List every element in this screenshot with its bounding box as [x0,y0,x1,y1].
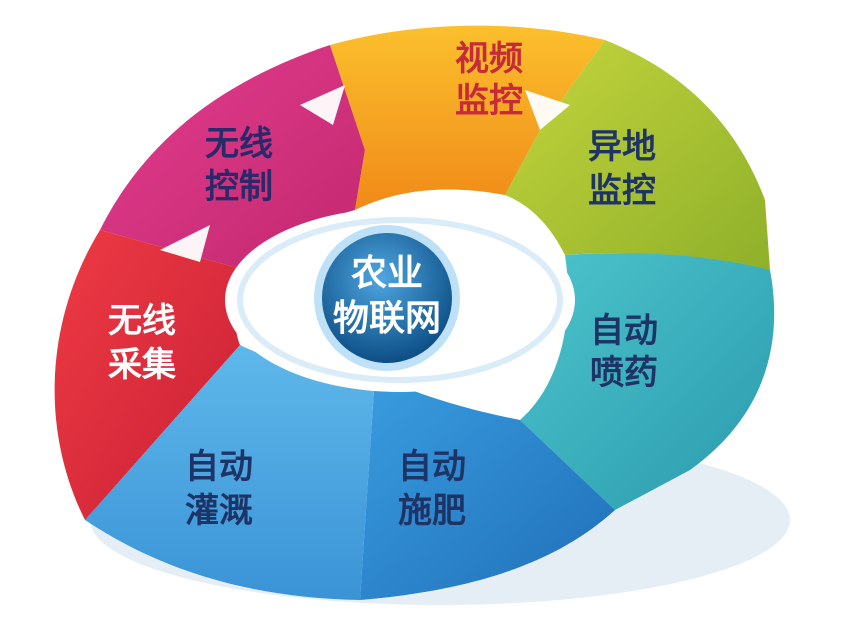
center-circle [322,233,452,363]
flow-arrow-icon [300,85,345,125]
center-title-line2: 物联网 [333,298,441,339]
segment-auto-spraying [520,253,775,510]
label-remote-monitoring-2: 监控 [588,171,656,211]
label-auto-spraying-1: 自动 [590,311,658,351]
label-auto-spraying-2: 喷药 [590,353,658,393]
label-wireless-control-2: 控制 [205,167,273,207]
flow-arrow-icon [525,90,570,130]
label-wireless-collection-1: 无线 [108,301,176,341]
label-auto-irrigation-2: 灌溉 [185,491,253,531]
label-auto-irrigation-1: 自动 [185,447,253,487]
label-video-monitoring-1: 视频 [455,39,523,79]
segment-remote-monitoring [505,40,770,270]
flow-arrow-icon [160,225,210,262]
segment-auto-fertilizing [360,375,615,600]
label-auto-fertilizing-2: 施肥 [398,491,466,531]
label-wireless-control-1: 无线 [205,124,273,164]
segment-wireless-collection [54,230,245,520]
label-wireless-collection-2: 采集 [108,345,176,385]
label-auto-fertilizing-1: 自动 [398,447,466,487]
segment-wireless-control [100,45,365,270]
segment-auto-irrigation [85,345,375,600]
label-video-monitoring-2: 监控 [455,81,523,121]
label-remote-monitoring-1: 异地 [588,127,656,167]
segment-video-monitoring [330,25,605,210]
center-title-line1: 农业 [351,253,423,294]
inner-ring-shade [237,217,563,383]
